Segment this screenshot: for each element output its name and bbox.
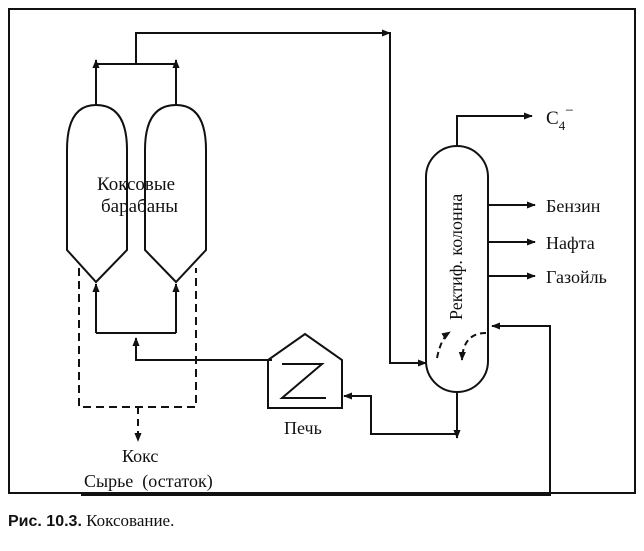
figure-title: Коксование. — [81, 511, 175, 530]
coke-drum-right — [144, 103, 207, 284]
figure-frame — [8, 8, 636, 494]
furnace — [267, 332, 343, 409]
furnace-label: Печь — [284, 418, 322, 438]
feed-label: Сырье (остаток) — [84, 471, 213, 492]
c4-overhead-line — [456, 112, 533, 146]
coking-process-diagram: Коксовые барабаны Кокс Печь Ректиф. коло… — [8, 8, 636, 496]
naphtha-label: Нафта — [546, 233, 595, 253]
gasoil-label: Газойль — [546, 267, 607, 287]
figure-caption: Рис. 10.3. Коксование. — [8, 511, 174, 531]
coke-drums-label-line1: Коксовые — [97, 174, 175, 195]
column-internal-draw — [458, 332, 487, 361]
coke-label: Кокс — [122, 446, 158, 466]
gasoline-label: Бензин — [546, 196, 601, 216]
coke-drum-left — [66, 103, 128, 284]
coke-drums-label-line2: барабаны — [101, 196, 178, 217]
furnace-outlet-line — [132, 337, 272, 361]
column-label: Ректиф. колонна — [446, 194, 466, 320]
feed-line — [81, 322, 551, 496]
column-bottoms-line — [343, 392, 458, 435]
c4-label: С4− — [546, 103, 574, 133]
furnace-coil-icon — [279, 363, 326, 399]
figure-number: Рис. 10.3. — [8, 513, 82, 530]
column-internal-reflux — [436, 331, 451, 359]
vapour-line-to-column — [135, 32, 427, 367]
